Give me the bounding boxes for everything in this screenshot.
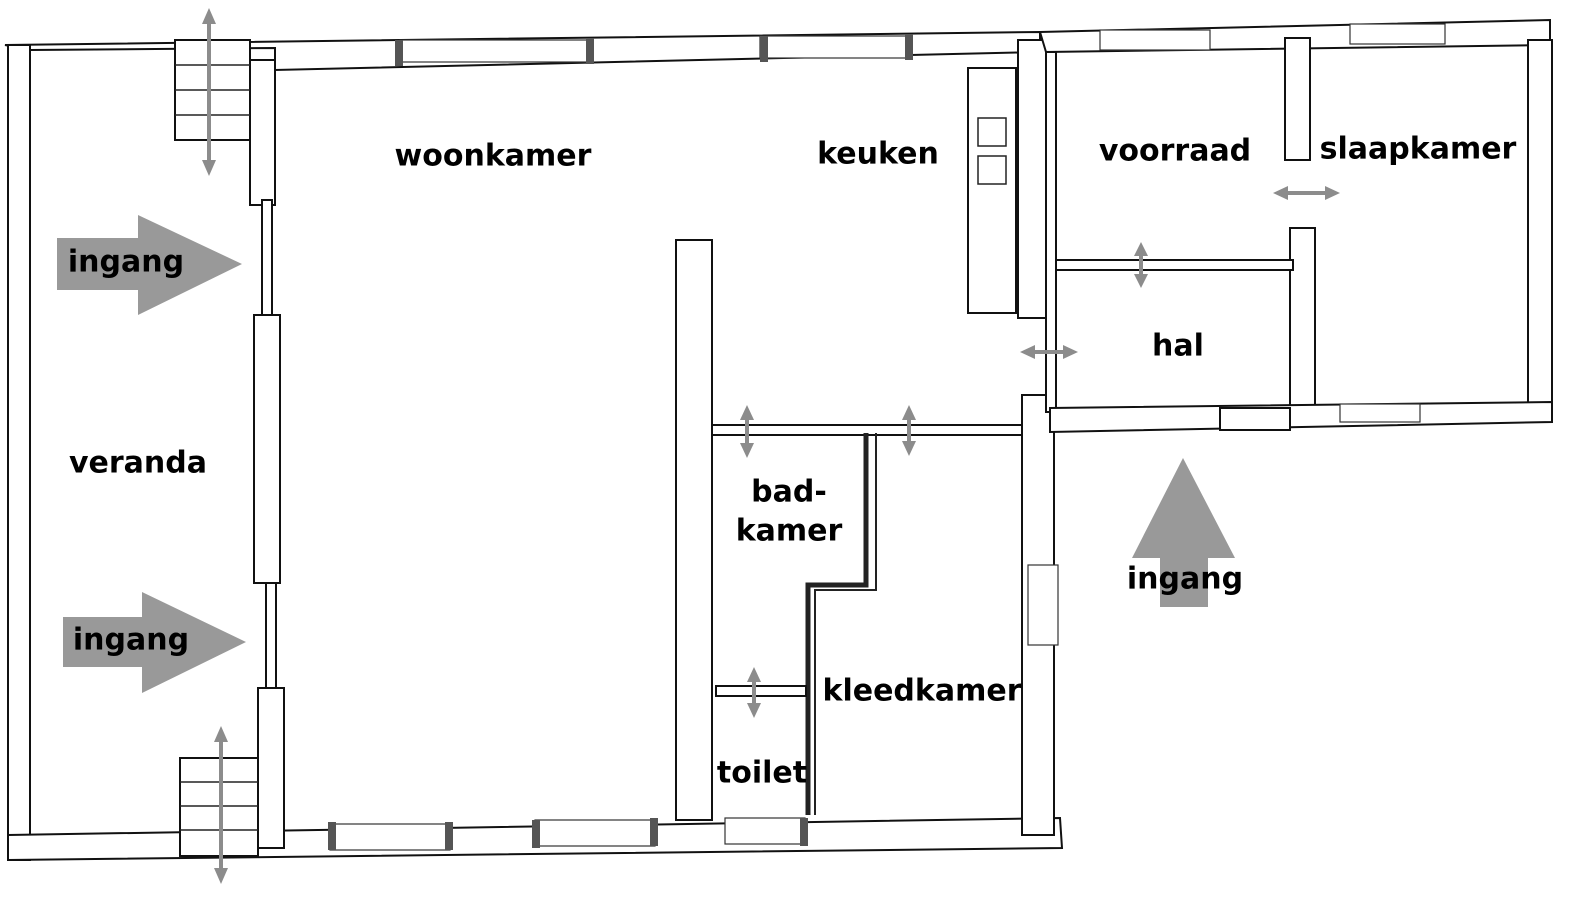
- wall-veranda-window1: [261, 199, 273, 316]
- room-label-voorraad: voorraad: [1099, 134, 1251, 169]
- room-label-hal: hal: [1152, 329, 1204, 364]
- entrance-arrow-right-icon: [63, 592, 246, 693]
- wall-hal-left: [1045, 51, 1057, 413]
- entrance-arrow-up-icon: [1132, 458, 1235, 607]
- entrance-label: ingang: [73, 623, 189, 658]
- windows: [328, 23, 1446, 851]
- wall-toilet-top: [715, 685, 807, 697]
- wall-kitchen-right: [1017, 39, 1047, 319]
- room-label-kleedkamer: kleedkamer: [823, 674, 1022, 709]
- room-label-woonkamer: woonkamer: [395, 139, 592, 174]
- room-label-toilet: toilet: [717, 756, 807, 791]
- labels: woonkamer keuken voorraad slaapkamer hal…: [68, 132, 1517, 791]
- wall-right-outer: [1527, 39, 1553, 421]
- entrance-arrow-right-icon: [57, 215, 242, 315]
- room-label-veranda: veranda: [69, 446, 207, 481]
- wall-central: [675, 239, 713, 821]
- double-arrow-icon: [902, 405, 916, 456]
- entrance-label: ingang: [68, 245, 184, 280]
- room-label-keuken: keuken: [817, 137, 939, 172]
- kitchen-counter: [967, 67, 1017, 314]
- double-arrow-icon: [747, 667, 761, 718]
- wall-slaapkamer-left-top: [1284, 37, 1311, 161]
- room-label-badkamer-2: kamer: [736, 514, 843, 549]
- double-arrow-icon: [740, 405, 754, 458]
- wall-veranda-bottom: [257, 687, 285, 849]
- door-arrows: [202, 8, 1340, 884]
- room-label-slaapkamer: slaapkamer: [1320, 132, 1517, 167]
- entrance-label: ingang: [1127, 562, 1243, 597]
- wall-veranda-mid: [253, 314, 281, 584]
- wall-hal-bottom: [1049, 400, 1553, 434]
- entrance-arrows: [57, 215, 1235, 693]
- room-label-badkamer-1: bad-: [751, 475, 827, 510]
- double-arrow-icon: [1020, 345, 1078, 359]
- double-arrow-icon: [1134, 242, 1148, 288]
- wall-voorraad-bottom: [1047, 259, 1294, 271]
- double-arrow-icon: [214, 726, 228, 884]
- wall-veranda-top: [249, 59, 276, 206]
- double-arrow-icon: [1273, 186, 1340, 200]
- wall-slaapkamer-left-bottom: [1289, 227, 1316, 409]
- wall-left-outer: [7, 44, 31, 861]
- double-arrow-icon: [202, 8, 216, 176]
- wall-veranda-window2: [265, 582, 277, 689]
